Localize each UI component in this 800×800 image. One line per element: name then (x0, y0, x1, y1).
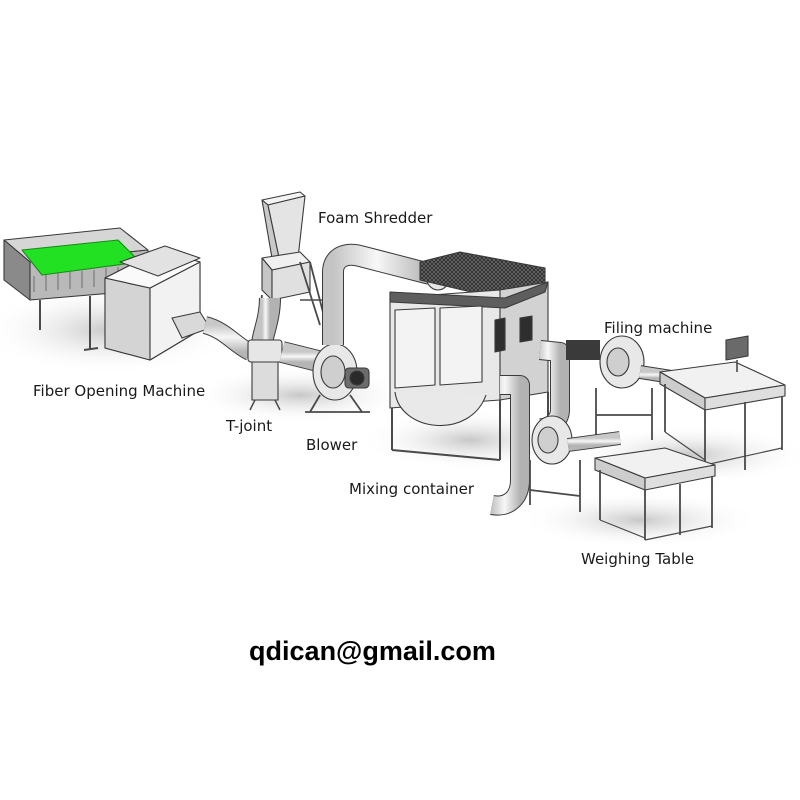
label-blower: Blower (306, 436, 358, 454)
label-weighing-table: Weighing Table (581, 550, 695, 568)
label-mixing-container: Mixing container (349, 480, 475, 498)
contact-email: qdican@gmail.com (249, 636, 496, 666)
label-fiber-opening-machine: Fiber Opening Machine (33, 382, 206, 400)
label-filing-machine: Filing machine (604, 319, 713, 337)
label-foam-shredder: Foam Shredder (318, 209, 433, 227)
mixing-container (389, 251, 570, 516)
foam-shredder (251, 191, 326, 346)
weighing-table (529, 415, 716, 541)
fiber-opening-machine (3, 227, 211, 361)
duct-fiber-to-tjoint (202, 316, 255, 361)
label-t-joint: T-joint (226, 417, 273, 435)
filing-machine (566, 335, 786, 470)
